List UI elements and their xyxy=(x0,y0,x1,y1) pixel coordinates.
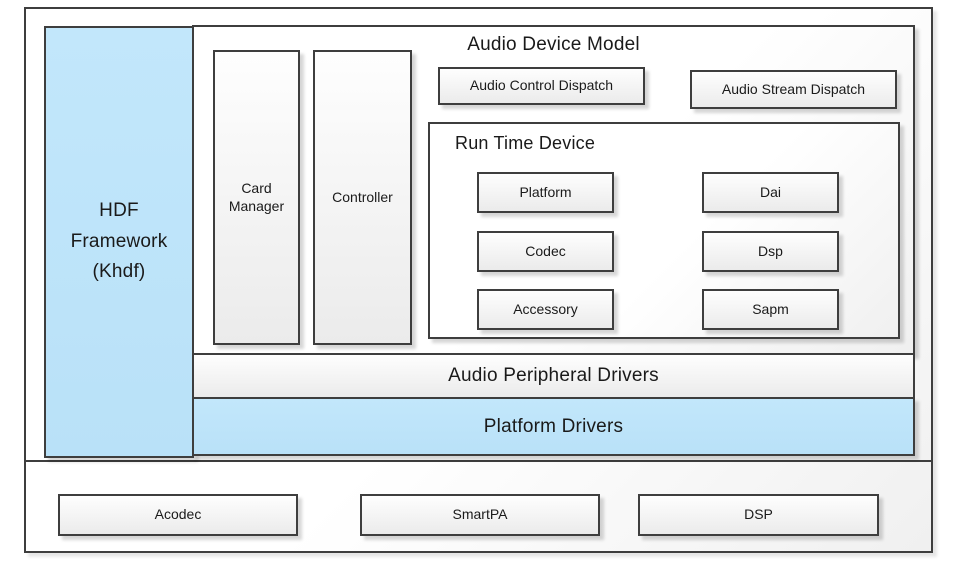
hdf-framework-box: HDF Framework (Khdf) xyxy=(44,26,194,458)
sapm-box: Sapm xyxy=(702,289,839,330)
audio-device-model-title: Audio Device Model xyxy=(467,34,640,55)
smartpa-box: SmartPA xyxy=(360,494,600,536)
audio-control-dispatch-box: Audio Control Dispatch xyxy=(438,67,645,105)
dai-label: Dai xyxy=(759,183,781,200)
platform-drivers-label: Platform Drivers xyxy=(483,415,624,437)
audio-stream-dispatch-box: Audio Stream Dispatch xyxy=(690,70,897,109)
dsp-hardware-box: DSP xyxy=(638,494,879,536)
platform-label: Platform xyxy=(519,183,572,200)
audio-device-model-box: Audio Device Model Card Manager Controll… xyxy=(192,25,915,355)
accessory-label: Accessory xyxy=(513,300,578,317)
dsp-runtime-label: Dsp xyxy=(758,242,783,259)
smartpa-label: SmartPA xyxy=(452,506,508,523)
audio-control-dispatch-label: Audio Control Dispatch xyxy=(469,77,614,94)
platform-drivers-bar: Platform Drivers xyxy=(192,397,915,456)
platform-box: Platform xyxy=(477,172,614,213)
acodec-box: Acodec xyxy=(58,494,298,536)
codec-box: Codec xyxy=(477,231,614,272)
acodec-label: Acodec xyxy=(154,506,202,523)
hdf-framework-label: HDF Framework (Khdf) xyxy=(70,200,168,283)
card-manager-label: Card Manager xyxy=(228,180,285,214)
run-time-device-box: Run Time Device Platform Dai Codec Dsp A… xyxy=(428,122,900,339)
controller-label: Controller xyxy=(332,188,393,205)
run-time-device-title: Run Time Device xyxy=(455,133,596,153)
dsp-runtime-box: Dsp xyxy=(702,231,839,272)
codec-label: Codec xyxy=(525,242,566,259)
card-manager-box: Card Manager xyxy=(213,50,300,345)
audio-stream-dispatch-label: Audio Stream Dispatch xyxy=(721,80,866,97)
audio-peripheral-drivers-label: Audio Peripheral Drivers xyxy=(448,365,659,386)
controller-box: Controller xyxy=(313,50,412,345)
dsp-hardware-label: DSP xyxy=(744,506,773,523)
sapm-label: Sapm xyxy=(752,300,789,317)
accessory-box: Accessory xyxy=(477,289,614,330)
dai-box: Dai xyxy=(702,172,839,213)
section-divider xyxy=(24,460,933,462)
audio-peripheral-drivers-bar: Audio Peripheral Drivers xyxy=(192,353,915,399)
